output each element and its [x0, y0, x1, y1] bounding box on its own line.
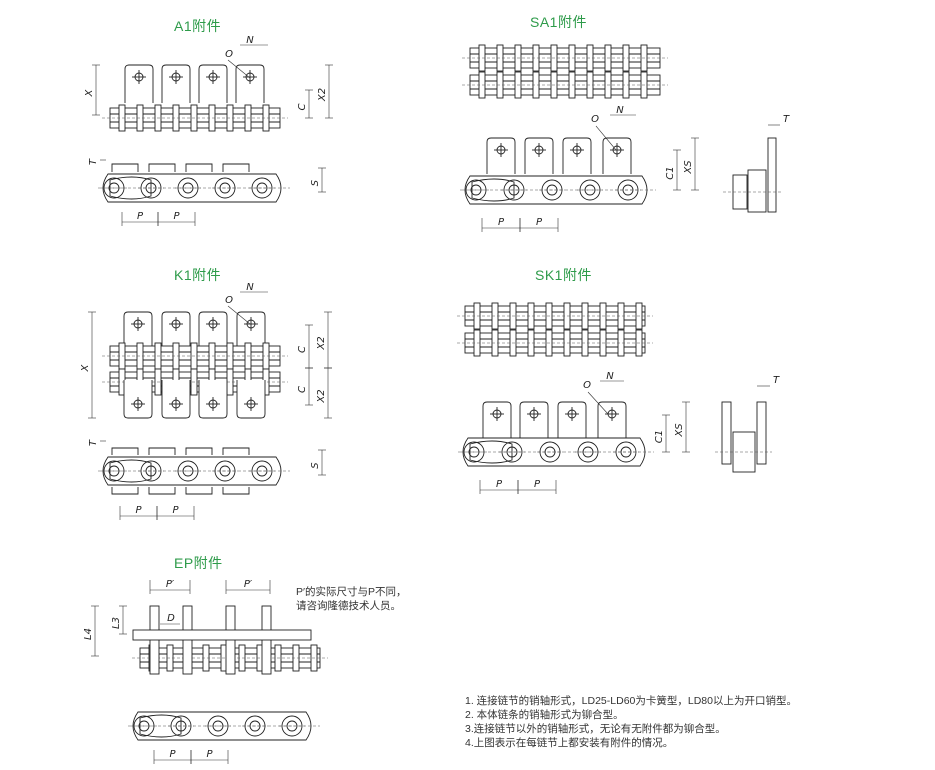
k1-o-leader	[227, 305, 251, 325]
connecting-link-plate	[469, 440, 513, 464]
footnote-1: 1. 连接链节的销轴形式，LD25-LD60为卡簧型，LD80以上为开口销型。	[465, 695, 797, 707]
a1-side-tab	[111, 163, 139, 172]
a1-title: A1附件	[174, 18, 222, 34]
sk1-n-label: N	[606, 371, 614, 382]
k1-side-tab	[148, 487, 176, 495]
footnote-3: 3.连接链节以外的销轴形式，无论有无附件都为铆合型。	[465, 723, 726, 735]
vertical-dim-label: XS	[683, 160, 694, 175]
connecting-link-plate	[139, 714, 182, 738]
ep-note: P′的实际尺寸与P不同， 请咨询隆德技术人员。	[296, 585, 406, 613]
sk1-end-attachment-right	[756, 401, 767, 465]
k1-n-label: N	[246, 282, 254, 293]
vertical-dim-label: C1	[654, 430, 665, 443]
footnote-2: 2. 本体链条的销轴形式为铆合型。	[465, 709, 624, 721]
a1-o-leader	[227, 59, 251, 79]
pitch-label: P	[137, 211, 144, 222]
pitch-label: P	[135, 505, 142, 516]
ep-note-line-2: 请咨询隆德技术人员。	[296, 600, 401, 612]
ep-note-line-1: P′的实际尺寸与P不同，	[296, 586, 407, 598]
k1-side-tab	[222, 487, 250, 495]
vertical-dim-label: L3	[111, 617, 122, 629]
sk1-o-label: O	[583, 380, 591, 391]
a1-n-label: N	[246, 35, 254, 46]
pitch-label: P	[496, 479, 503, 490]
sa1-t-label: T	[783, 114, 790, 125]
k1-side-tab	[185, 447, 213, 455]
pitch-label: P	[206, 749, 213, 760]
sa1-o-label: O	[591, 114, 599, 125]
vertical-dim-label: L4	[83, 628, 94, 640]
vertical-dim-label: S	[310, 179, 321, 186]
ep-link-plate	[132, 629, 312, 641]
vertical-dim-label: C1	[665, 166, 676, 179]
ep-d-label: D	[167, 613, 175, 624]
k1-side-tab	[111, 447, 139, 455]
sa1-end-plates	[747, 169, 767, 213]
k1-side-tab	[111, 487, 139, 495]
footnote-4: 4.上图表示在每链节上都安装有附件的情况。	[465, 737, 674, 749]
k1-side-tab	[185, 487, 213, 495]
a1-side-tab	[222, 163, 250, 172]
pitch-label: P	[172, 505, 179, 516]
vertical-dim-label: S	[310, 462, 321, 469]
sk1-t-label: T	[773, 375, 780, 386]
k1-t-label: T	[88, 439, 99, 446]
pitch-label: P	[534, 479, 541, 490]
sa1-end-attachment	[767, 137, 777, 213]
sa1-n-label: N	[616, 105, 624, 116]
sa1-title: SA1附件	[530, 14, 587, 30]
vertical-dim-label: X	[80, 363, 91, 372]
pitch-label: P	[536, 217, 543, 228]
pitch-label: P	[173, 211, 180, 222]
a1-side-tab	[185, 163, 213, 172]
pitch-label: P	[169, 749, 176, 760]
connecting-link-plate	[109, 459, 152, 483]
sk1-o-leader	[587, 391, 609, 415]
vertical-dim-label: XS	[674, 423, 685, 438]
a1-t-label: T	[88, 158, 99, 165]
vertical-dim-label: X2	[317, 88, 328, 102]
vertical-dim-label: X2	[316, 389, 327, 403]
footnotes: 1. 连接链节的销轴形式，LD25-LD60为卡簧型，LD80以上为开口销型。 …	[465, 694, 797, 750]
k1-title: K1附件	[174, 267, 222, 283]
pitch-label: P′	[166, 579, 175, 590]
pitch-label: P	[498, 217, 505, 228]
k1-side-tab	[148, 447, 176, 455]
a1-side-tab	[148, 163, 176, 172]
connecting-link-plate	[109, 176, 152, 200]
a1-o-label: O	[225, 49, 233, 60]
connecting-link-plate	[471, 178, 515, 202]
vertical-dim-label: C	[297, 386, 308, 393]
sk1-title: SK1附件	[535, 267, 592, 283]
k1-side-tab	[222, 447, 250, 455]
vertical-dim-label: X	[84, 88, 95, 97]
vertical-dim-label: X2	[316, 336, 327, 350]
pitch-label: P′	[244, 579, 253, 590]
sk1-end-attachment-left	[721, 401, 732, 465]
vertical-dim-label: C	[297, 346, 308, 353]
ep-title: EP附件	[174, 555, 223, 571]
sa1-o-leader	[595, 125, 617, 151]
vertical-dim-label: C	[297, 103, 308, 110]
k1-o-label: O	[225, 295, 233, 306]
